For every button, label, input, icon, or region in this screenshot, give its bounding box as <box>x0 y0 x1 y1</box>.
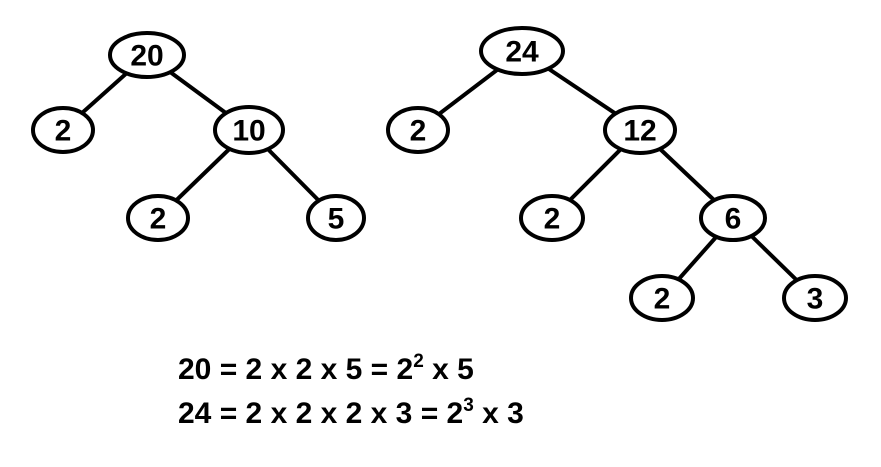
node-ellipse <box>629 274 695 322</box>
equation-24-text: 24 = 2 x 2 x 2 x 3 = 2 <box>178 397 464 430</box>
tree-node-3: 3 <box>782 274 848 322</box>
tree-node-10: 10 <box>213 105 285 155</box>
node-ellipse <box>126 194 190 242</box>
equation-20-exponent: 2 <box>413 351 424 372</box>
tree-node-6: 6 <box>699 194 767 242</box>
tree-node-2: 2 <box>386 106 450 154</box>
node-ellipse <box>603 105 677 155</box>
tree-node-12: 12 <box>603 105 677 155</box>
tree-node-2: 2 <box>126 194 190 242</box>
node-ellipse <box>306 194 366 242</box>
tree-node-2: 2 <box>31 106 95 154</box>
tree-node-20: 20 <box>108 31 186 79</box>
equation-24: 24 = 2 x 2 x 2 x 3 = 23 x 3 <box>178 396 524 430</box>
equation-20-text: 20 = 2 x 2 x 5 = 2 <box>178 353 414 386</box>
node-ellipse <box>782 274 848 322</box>
node-ellipse <box>213 105 285 155</box>
node-label: 12 <box>623 115 656 148</box>
node-ellipse <box>31 106 95 154</box>
node-label: 5 <box>328 203 345 236</box>
node-label: 2 <box>544 203 561 236</box>
tree-node-2: 2 <box>519 194 585 242</box>
node-label: 2 <box>654 283 671 316</box>
node-label: 10 <box>232 115 265 148</box>
equation-20-suffix: x 5 <box>423 353 474 386</box>
nodes-layer: 20 2 10 2 5 24 2 12 2 6 2 3 <box>31 26 848 322</box>
equation-24-suffix: x 3 <box>473 397 524 430</box>
node-label: 20 <box>130 40 163 73</box>
tree-node-24: 24 <box>479 26 565 76</box>
tree-node-5: 5 <box>306 194 366 242</box>
node-ellipse <box>108 31 186 79</box>
node-label: 2 <box>410 115 427 148</box>
node-label: 3 <box>807 283 824 316</box>
node-label: 2 <box>150 203 167 236</box>
node-ellipse <box>386 106 450 154</box>
node-ellipse <box>479 26 565 76</box>
equation-24-exponent: 3 <box>463 395 474 416</box>
node-label: 24 <box>505 36 539 69</box>
edges-layer <box>61 49 817 300</box>
node-label: 6 <box>725 203 742 236</box>
equation-20: 20 = 2 x 2 x 5 = 22 x 5 <box>178 352 474 386</box>
tree-node-2: 2 <box>629 274 695 322</box>
node-ellipse <box>699 194 767 242</box>
node-label: 2 <box>55 115 72 148</box>
node-ellipse <box>519 194 585 242</box>
